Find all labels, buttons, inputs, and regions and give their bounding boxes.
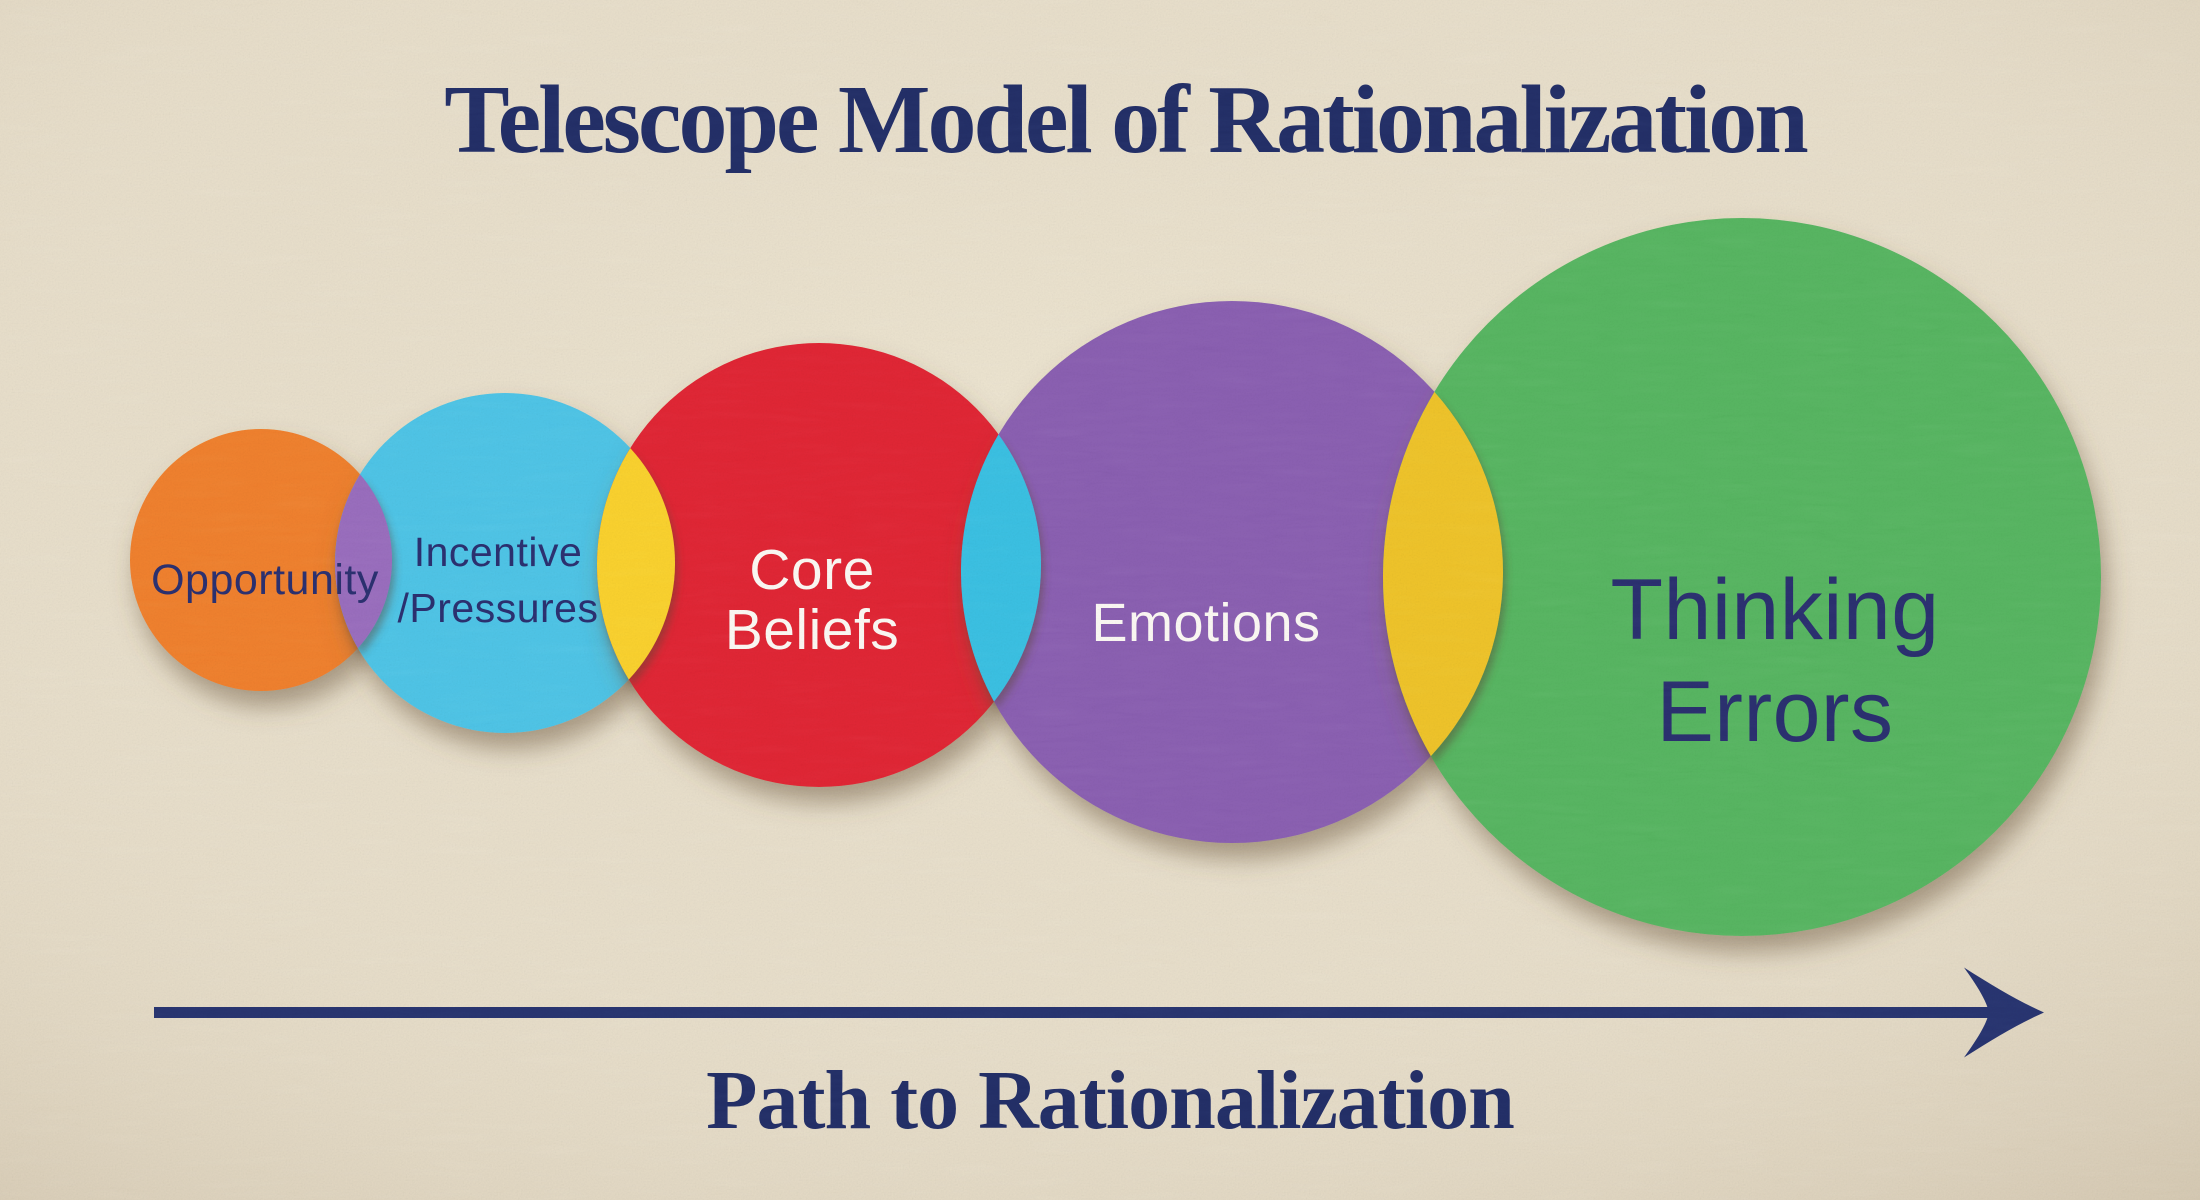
diagram-canvas: Telescope Model of Rationalization Oppor… [0,0,2200,1200]
telescope-model-diagram: Telescope Model of Rationalization Oppor… [0,0,2200,1200]
paper-fiber-overlay [0,0,2200,1200]
